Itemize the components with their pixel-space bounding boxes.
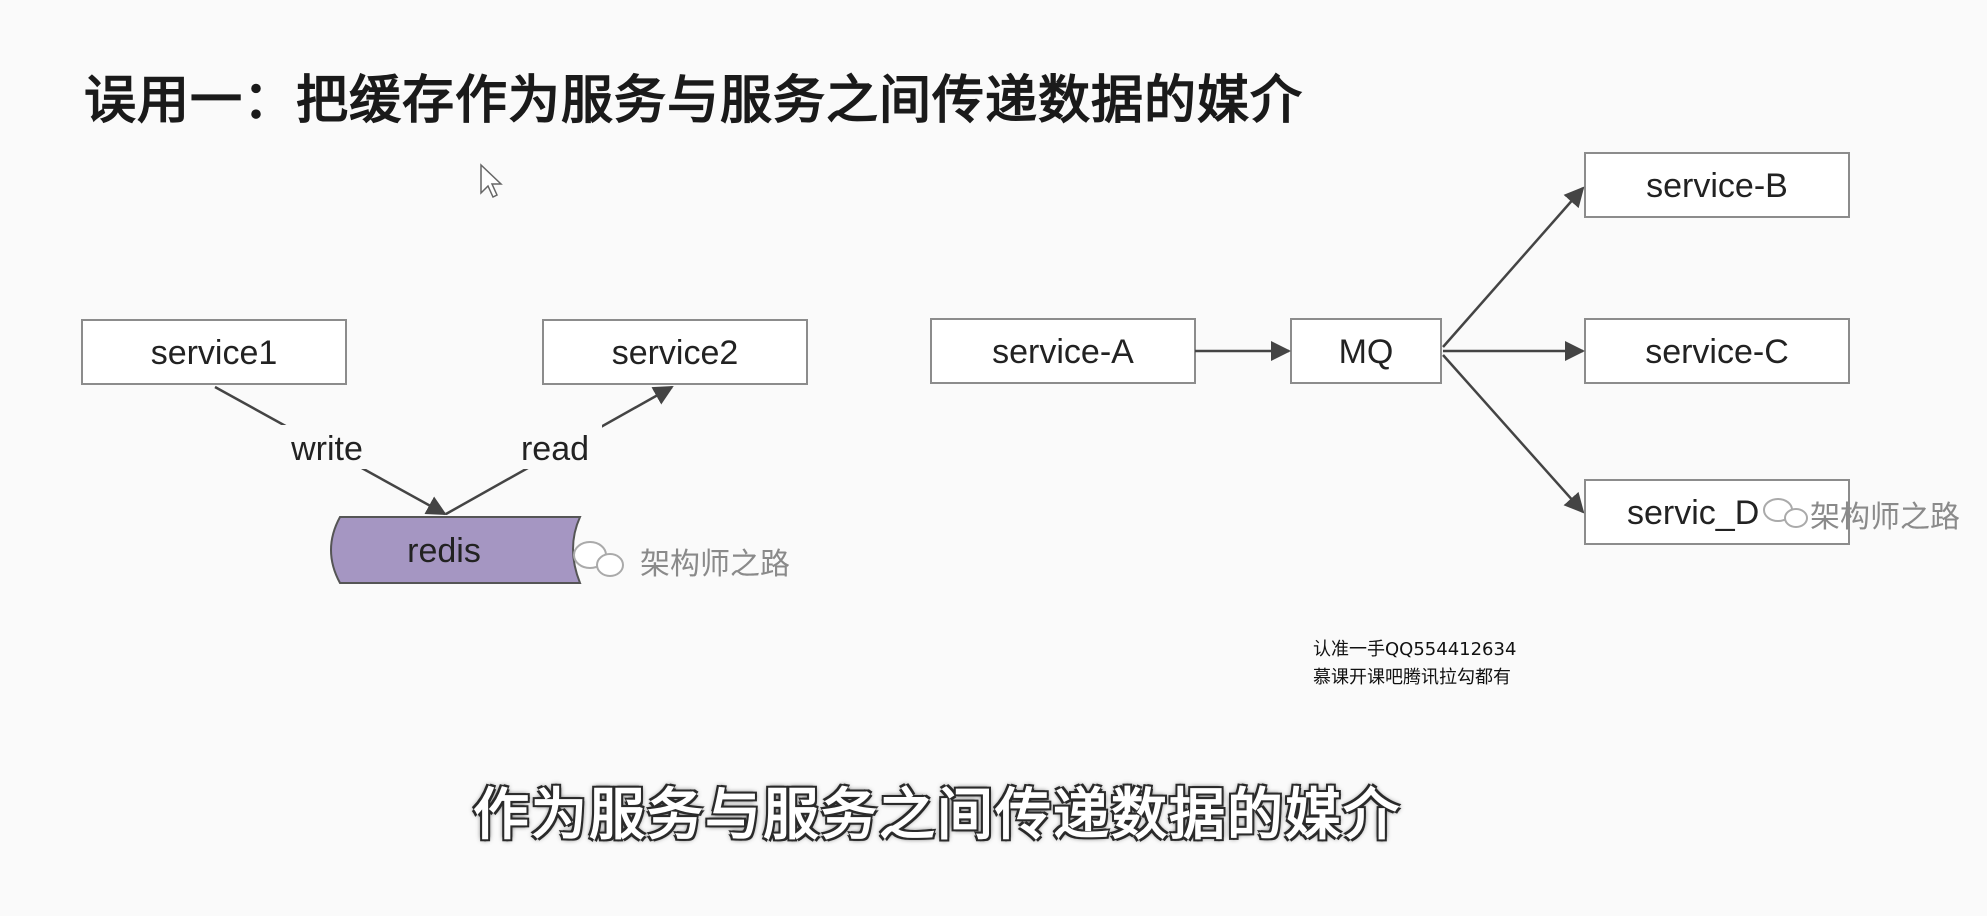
- watermark-left-text: 架构师之路: [640, 548, 790, 581]
- watermark-right: 架构师之路: [1763, 498, 1960, 534]
- mq-to-d-arrow: [1442, 354, 1585, 514]
- slide-title: 误用一：把缓存作为服务与服务之间传递数据的媒介: [84, 71, 1304, 131]
- mq-box: MQ: [1290, 318, 1442, 384]
- mq-to-b-arrow: [1442, 186, 1585, 348]
- video-subtitle: 作为服务与服务之间传递数据的媒介: [473, 783, 1401, 848]
- service-c-label: service-C: [1645, 333, 1789, 371]
- service-b-box: service-B: [1584, 152, 1850, 218]
- service2-box: service2: [542, 319, 808, 385]
- write-label: write: [290, 430, 363, 468]
- service-c-box: service-C: [1584, 318, 1850, 384]
- redis-label: redis: [407, 532, 481, 570]
- service1-box: service1: [81, 319, 347, 385]
- read-label: read: [521, 430, 589, 468]
- service1-label: service1: [151, 334, 278, 372]
- wechat-logo-icon: [1763, 498, 1808, 528]
- contact-note-line1: 认准一手QQ554412634: [1313, 639, 1517, 660]
- wechat-logo-icon: [573, 541, 624, 577]
- redis-store: redis: [330, 516, 582, 584]
- mouse-cursor-icon: [480, 163, 503, 199]
- mq-label: MQ: [1339, 333, 1394, 371]
- service-d-label: servic_D: [1627, 494, 1759, 532]
- watermark-left: 架构师之路: [573, 541, 790, 581]
- service-a-label: service-A: [992, 333, 1134, 371]
- service-a-box: service-A: [930, 318, 1196, 384]
- contact-note-line2: 慕课开课吧腾讯拉勾都有: [1313, 667, 1511, 688]
- contact-note: 认准一手QQ554412634 慕课开课吧腾讯拉勾都有: [1313, 636, 1516, 692]
- service-b-label: service-B: [1646, 167, 1788, 205]
- service2-label: service2: [612, 334, 739, 372]
- watermark-right-text: 架构师之路: [1810, 501, 1960, 534]
